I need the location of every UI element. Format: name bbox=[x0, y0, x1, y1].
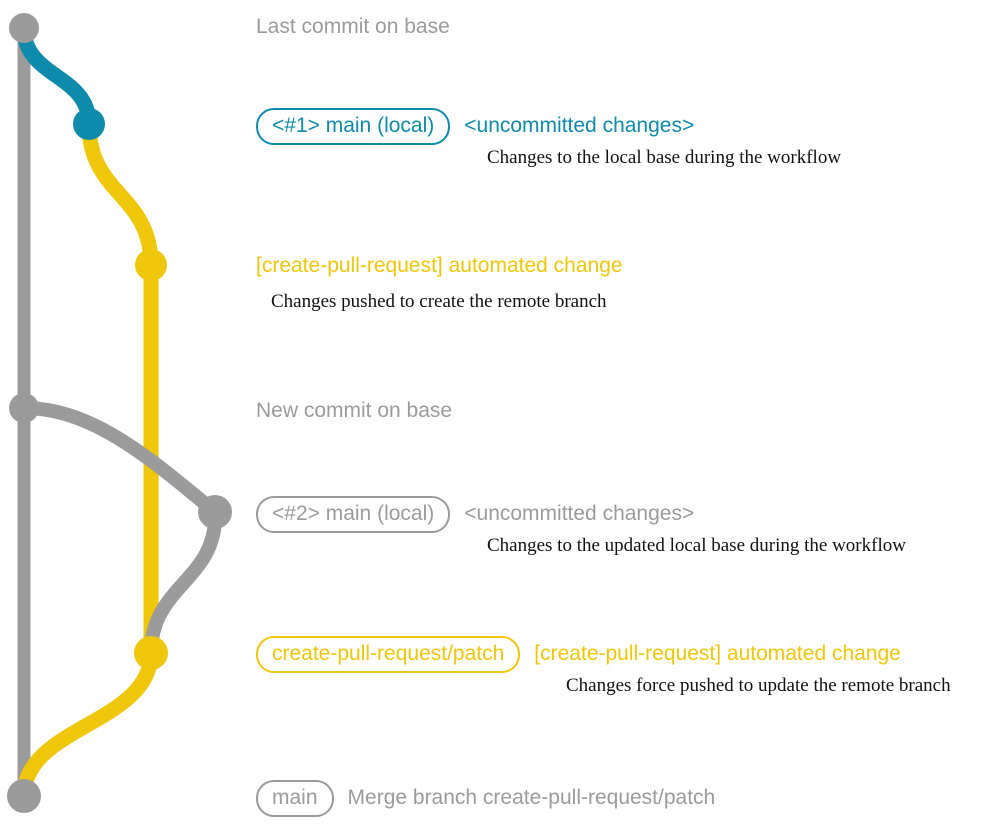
commit-node-local-1 bbox=[73, 108, 105, 140]
description-automated-change-2: Changes force pushed to update the remot… bbox=[566, 675, 951, 696]
row-local-change-2: <#2> main (local) <uncommitted changes> bbox=[256, 496, 694, 533]
commit-node-base-mid bbox=[9, 393, 39, 423]
subject-automated-change-2: [create-pull-request] automated change bbox=[534, 642, 901, 665]
commit-node-base-top bbox=[9, 13, 39, 43]
row-merge-commit: main Merge branch create-pull-request/pa… bbox=[256, 780, 715, 817]
row-automated-change-2: create-pull-request/patch [create-pull-r… bbox=[256, 636, 901, 673]
description-local-change-1: Changes to the local base during the wor… bbox=[487, 147, 842, 168]
commit-node-merge-base bbox=[7, 779, 41, 813]
commit-nodes bbox=[7, 13, 232, 813]
badge-main-branch[interactable]: main bbox=[256, 780, 334, 817]
commit-node-remote-1 bbox=[135, 249, 167, 281]
subject-local-change-2: <uncommitted changes> bbox=[464, 502, 695, 525]
badge-local-main-1[interactable]: <#1> main (local) bbox=[256, 108, 451, 145]
subject-merge-commit: Merge branch create-pull-request/patch bbox=[347, 786, 716, 809]
badge-local-main-2[interactable]: <#2> main (local) bbox=[256, 496, 451, 533]
label-new-commit-on-base: New commit on base bbox=[256, 399, 453, 422]
row-automated-change-1: [create-pull-request] automated change bbox=[256, 255, 623, 276]
base-branch-line-2 bbox=[17, 401, 222, 519]
label-last-commit-on-base: Last commit on base bbox=[256, 15, 450, 38]
local-branch-line-2 bbox=[144, 505, 223, 660]
commit-node-local-2 bbox=[198, 495, 232, 529]
subject-automated-change-1: [create-pull-request] automated change bbox=[256, 254, 623, 277]
description-local-change-2: Changes to the updated local base during… bbox=[487, 535, 906, 556]
subject-local-change-1: <uncommitted changes> bbox=[464, 114, 695, 137]
description-automated-change-1: Changes pushed to create the remote bran… bbox=[271, 291, 607, 312]
row-local-change-1: <#1> main (local) <uncommitted changes> bbox=[256, 108, 694, 145]
remote-merge-line bbox=[16, 645, 159, 804]
badge-remote-patch-branch[interactable]: create-pull-request/patch bbox=[256, 636, 521, 673]
commit-node-remote-2 bbox=[134, 636, 168, 670]
